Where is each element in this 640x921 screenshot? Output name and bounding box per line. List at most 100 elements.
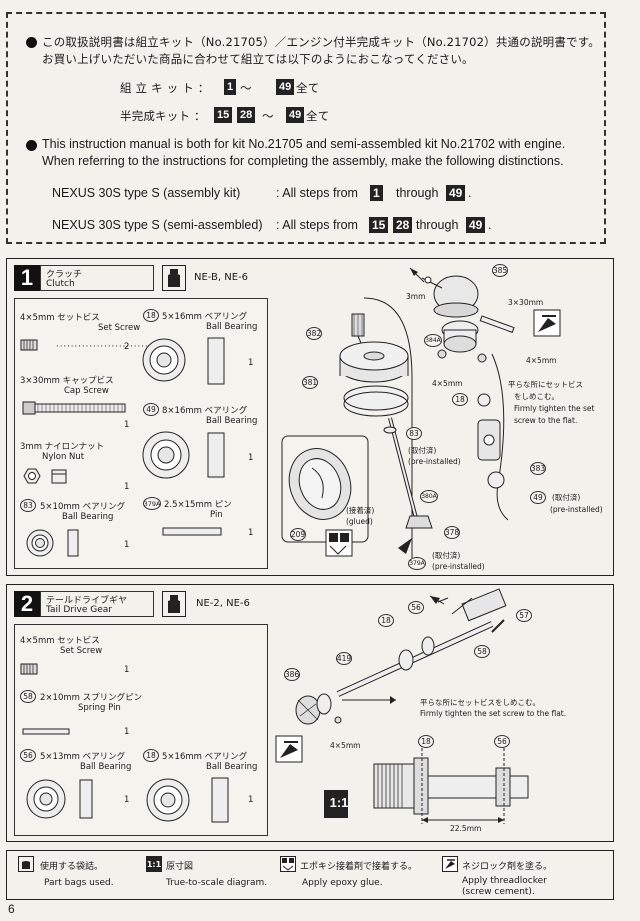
ball-bearing-icon: [26, 529, 79, 557]
step-badge: 49: [286, 107, 305, 123]
part-number-badge: 18: [143, 749, 159, 762]
part-number-badge: 18: [378, 614, 394, 627]
step-badge: 15: [369, 217, 389, 233]
part-qty: 1: [124, 482, 130, 492]
clutch-exploded-diagram: [281, 267, 561, 558]
through-text: through: [416, 218, 459, 232]
instruction-jp: をしめこむ。: [514, 392, 559, 401]
step-badge: 15: [214, 107, 233, 123]
part-number-badge: 419: [336, 652, 352, 665]
period: .: [468, 186, 472, 200]
period: .: [488, 218, 492, 232]
part-name-en: Spring Pin: [78, 703, 121, 713]
diagram-note: (取付済): [408, 446, 437, 455]
step-badge: 49: [276, 79, 295, 95]
scale-icon: 1:1: [146, 856, 162, 872]
part-name-jp: 4×5mm セットビス: [20, 636, 100, 646]
step1-panel: [6, 258, 614, 576]
diagram-label: 4×5mm: [526, 356, 557, 365]
part-number-badge: 378: [444, 526, 460, 539]
step1-title-en: Clutch: [46, 279, 75, 289]
notice-jp-line1: この取扱説明書は組立キット（No.21705）／エンジン付半完成キット（No.2…: [42, 35, 600, 49]
notice-jp-semi-label: 半完成キット ：: [120, 109, 206, 123]
part-name-jp: 5×16mm ベアリング: [162, 752, 248, 762]
part-number-badge: 56: [494, 735, 510, 748]
notice-jp-line2: お買い上げいただいた商品に合わせて組立ては以下のようにおこなってください。: [42, 52, 474, 66]
step1-number: 1: [14, 265, 40, 291]
legend-thread-jp: ネジロック剤を塗る。: [462, 862, 553, 872]
step-badge: 49: [466, 217, 486, 233]
ball-bearing-icon: [142, 337, 225, 385]
part-number-badge: 83: [406, 427, 422, 440]
diagram-label: 4×5mm: [432, 379, 463, 388]
step2-panel: [6, 584, 614, 842]
step1-title-jp: クラッチ: [46, 270, 83, 280]
notice-en-semi-label: NEXUS 30S type S (semi-assembled): [52, 218, 263, 232]
legend-thread-en: Apply threadlocker: [462, 876, 547, 886]
suffix: 全て: [296, 81, 320, 95]
step2-number: 2: [14, 591, 40, 617]
part-number-badge: 383: [530, 462, 546, 475]
instruction-en: Firmly tighten the set screw to the flat…: [420, 709, 567, 718]
part-qty: 1: [248, 795, 254, 805]
diagram-label: 3×30mm: [508, 298, 544, 307]
part-number-badge: 380A: [420, 490, 438, 503]
ball-bearing-icon: [26, 779, 93, 819]
part-name-jp: 2×10mm スプリングピン: [40, 693, 143, 703]
step2-title-en: Tail Drive Gear: [46, 605, 112, 615]
part-number-badge: 382: [306, 327, 322, 340]
part-name-en: Nylon Nut: [42, 452, 85, 462]
part-name-jp: 5×13mm ベアリング: [40, 752, 126, 762]
notice-en-assembly-text: : All steps from: [276, 186, 358, 200]
step-badge: 49: [446, 185, 466, 201]
tilde: 〜: [262, 109, 274, 123]
part-number-badge: 381: [302, 376, 318, 389]
tail-drive-gear-diagram: [275, 588, 529, 824]
diagram-note: (取付済): [432, 551, 461, 560]
step1-bag-label: NE-B, NE-6: [194, 272, 249, 283]
part-number-badge: 18: [143, 309, 159, 322]
diagram-note: (pre-installed): [408, 457, 461, 466]
part-number-badge: 58: [474, 645, 490, 658]
instruction-jp: 平らな所にセットビスをしめこむ。: [420, 698, 540, 707]
part-qty: 1: [124, 665, 130, 675]
diagram-note: (接着済): [346, 506, 375, 515]
part-qty: 1: [248, 453, 254, 463]
notice-en-semi-text: : All steps from: [276, 218, 358, 232]
part-number-badge: 18: [452, 393, 468, 406]
notice-jp-assembly-label: 組 立 キ ッ ト ：: [120, 81, 210, 95]
part-name-en: Ball Bearing: [206, 762, 258, 772]
bag-icon: [162, 265, 186, 291]
set-screw-icon: [20, 339, 38, 351]
threadlocker-icon: [442, 856, 458, 872]
part-name-jp: 3mm ナイロンナット: [20, 442, 105, 452]
part-name-jp: 5×16mm ベアリング: [162, 312, 248, 322]
part-name-jp: 8×16mm ベアリング: [162, 406, 248, 416]
step-badge: 28: [237, 107, 256, 123]
part-qty: 1: [124, 540, 130, 550]
legend-epoxy-en: Apply epoxy glue.: [302, 878, 383, 888]
part-number-badge: 379A: [143, 497, 161, 510]
instruction-en: screw to the flat.: [514, 416, 578, 425]
notice-en-line1: This instruction manual is both for kit …: [42, 137, 566, 151]
part-name-jp: 5×10mm ベアリング: [40, 502, 126, 512]
notice-box: [6, 12, 606, 244]
legend-bag-en: Part bags used.: [44, 878, 114, 888]
legend-thread-en: (screw cement).: [462, 887, 535, 897]
part-name-en: Ball Bearing: [62, 512, 114, 522]
bag-icon: [162, 591, 186, 617]
part-number-badge: 18: [418, 735, 434, 748]
page-number: 6: [8, 902, 15, 916]
epoxy-glue-icon: [280, 856, 296, 872]
part-name-jp: 4×5mm セットビス: [20, 313, 100, 323]
part-qty: 1: [248, 528, 254, 538]
notice-en-assembly-label: NEXUS 30S type S (assembly kit): [52, 186, 241, 200]
part-name-en: Ball Bearing: [206, 416, 258, 426]
part-name-en: Ball Bearing: [206, 322, 258, 332]
part-qty: 1: [124, 420, 130, 430]
tilde: 〜: [240, 81, 252, 95]
part-name-en: Set Screw: [60, 646, 103, 656]
suffix: 全て: [306, 109, 330, 123]
part-number-badge: 49: [530, 491, 546, 504]
legend-scale-jp: 原寸図: [166, 862, 194, 872]
